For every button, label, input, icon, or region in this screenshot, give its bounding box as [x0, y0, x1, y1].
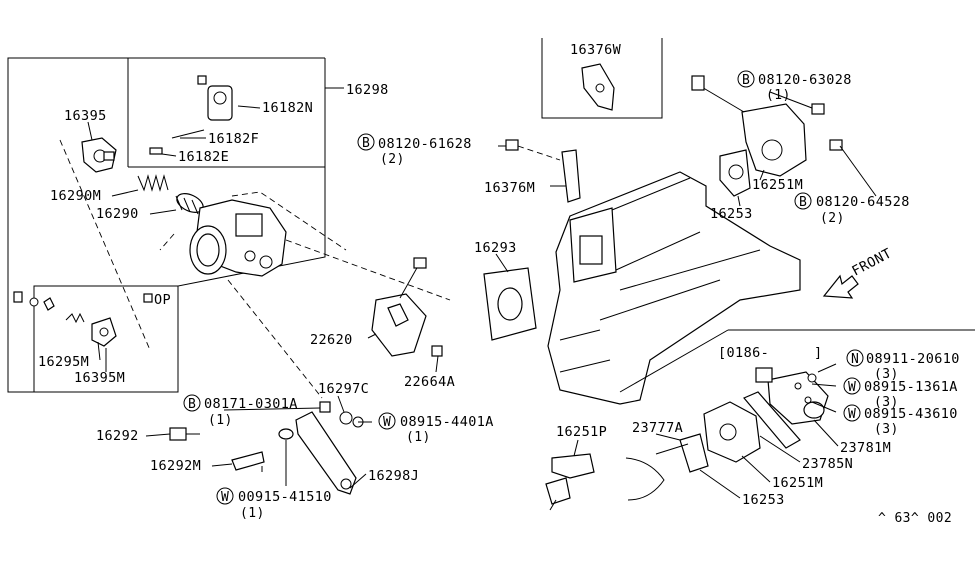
throttle-body-panel-frame	[7, 57, 344, 393]
callout-16395M: 16395M	[74, 370, 125, 386]
callout-16251M-top: 16251M	[752, 177, 803, 193]
callout-16182E: 16182E	[178, 149, 229, 165]
callout-16182N: 16182N	[262, 100, 313, 116]
washer-symbol: W	[383, 415, 391, 430]
callout-08915-43610: 08915-43610	[864, 406, 958, 422]
leader-lines	[87, 91, 877, 499]
callout-08120-61628-qty: (2)	[380, 152, 405, 167]
prefix-symbols: B B B B W W N W W	[143, 70, 864, 505]
front-arrow	[822, 274, 859, 299]
callout-08915-1361A: 08915-1361A	[864, 379, 958, 395]
date-code: [0186-	[718, 345, 769, 361]
callout-16376W: 16376W	[570, 42, 622, 58]
callout-08911-20610: 08911-20610	[866, 351, 960, 367]
aac-valve-bottom-part	[625, 367, 829, 501]
callout-16293: 16293	[474, 240, 517, 256]
callout-16297C: 16297C	[318, 381, 369, 397]
callout-16253-bottom: 16253	[742, 492, 785, 508]
bracket-16376M-part	[505, 139, 581, 203]
callout-08915-1361A-qty: (3)	[874, 395, 899, 410]
bracket-16376W-box	[541, 38, 663, 119]
callout-16298J: 16298J	[368, 468, 419, 484]
bracket-part	[169, 401, 364, 495]
bolt-symbol: B	[799, 195, 807, 210]
callout-16253-top: 16253	[710, 206, 753, 222]
callout-08120-61628: 08120-61628	[378, 136, 472, 152]
callout-08120-63028-qty: (1)	[766, 88, 791, 103]
callout-16182F: 16182F	[208, 131, 259, 147]
bolt-symbol: B	[742, 73, 750, 88]
callout-16292M: 16292M	[150, 458, 201, 474]
bracket-16251P-part	[545, 453, 595, 511]
washer-symbol: W	[848, 380, 856, 395]
callout-00915-41510-qty: (1)	[240, 506, 265, 521]
sensor-22620-part	[371, 257, 443, 357]
callout-23781M: 23781M	[840, 440, 891, 456]
aac-valve-top-part	[691, 75, 843, 197]
callout-22620: 22620	[310, 332, 353, 348]
callout-08120-64528-qty: (2)	[820, 211, 845, 226]
callout-16290M: 16290M	[50, 188, 101, 204]
callout-00915-41510: 00915-41510	[238, 489, 332, 505]
intake-manifold-part	[547, 171, 801, 405]
callout-16298: 16298	[346, 82, 389, 98]
callout-08911-20610-qty: (3)	[874, 367, 899, 382]
callout-08171-0301A-qty: (1)	[208, 413, 233, 428]
nut-symbol: N	[851, 352, 859, 367]
bolt-symbol: B	[188, 397, 196, 412]
bolt-symbol: B	[362, 136, 370, 151]
callout-16376M: 16376M	[484, 180, 535, 196]
callout-08915-43610-qty: (3)	[874, 422, 899, 437]
callout-16251M-bottom: 16251M	[772, 475, 823, 491]
subassembly-divider	[619, 329, 975, 393]
callout-op: OP	[154, 292, 171, 308]
part-labels: 16298 16395 16182N 16182F 16182E 16290M …	[38, 42, 960, 526]
callout-16251P: 16251P	[556, 424, 607, 440]
callout-16395: 16395	[64, 108, 107, 124]
callout-08171-0301A: 08171-0301A	[204, 396, 298, 412]
callout-16295M: 16295M	[38, 354, 89, 370]
gasket-16293-part	[483, 267, 537, 341]
callout-22664A: 22664A	[404, 374, 455, 390]
callout-08120-64528: 08120-64528	[816, 194, 910, 210]
date-code-end: ]	[814, 345, 823, 361]
callout-front: FRONT	[849, 245, 894, 279]
idle-valve-part	[149, 75, 233, 155]
callout-23777A: 23777A	[632, 420, 683, 436]
washer-symbol: W	[221, 490, 229, 505]
throttle-sensor-part	[81, 137, 117, 173]
throttle-body-part	[189, 199, 287, 277]
callout-08120-63028: 08120-63028	[758, 72, 852, 88]
callout-16292: 16292	[96, 428, 139, 444]
small-parts-group	[13, 291, 117, 347]
washer-symbol: W	[848, 407, 856, 422]
callout-08915-4401A-qty: (1)	[406, 430, 431, 445]
callout-23785N: 23785N	[802, 456, 853, 472]
footer-code: ^ 63^ 002	[878, 511, 952, 526]
panel-dashed-guides	[59, 139, 451, 399]
callout-08915-4401A: 08915-4401A	[400, 414, 494, 430]
callout-16290: 16290	[96, 206, 139, 222]
